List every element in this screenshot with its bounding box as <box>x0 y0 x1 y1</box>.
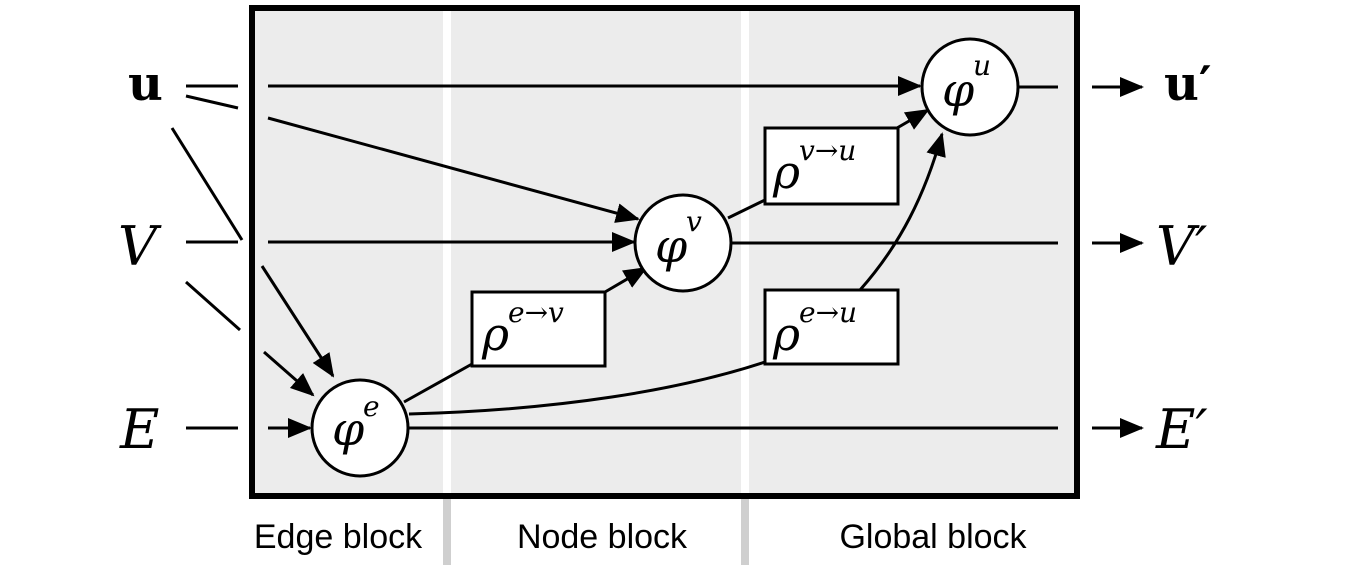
output-e-label: E′ <box>1155 398 1208 461</box>
rho-e-to-u-box: ρ e→u <box>763 288 900 366</box>
block-separator-2 <box>741 8 749 496</box>
rho-e-to-v-box: ρ e→v <box>470 290 607 368</box>
node-block-label: Node block <box>517 518 688 556</box>
phi-v-sup: v <box>686 205 702 238</box>
internal-edges <box>260 76 1058 438</box>
phi-e-node: φ e <box>310 378 410 478</box>
output-v-label: V′ <box>1156 215 1207 278</box>
phi-e-sup: e <box>363 390 380 423</box>
phi-v-base: φ <box>655 219 688 273</box>
global-block-label: Global block <box>839 518 1027 556</box>
phi-u-sup: u <box>973 49 991 82</box>
rho-v-to-u-base: ρ <box>772 145 800 199</box>
rho-v-to-u-box: ρ v→u <box>763 126 900 206</box>
output-u-label: u′ <box>1164 56 1212 112</box>
rho-e-to-v-sup: e→v <box>508 296 564 329</box>
block-separator-2-tail <box>741 497 749 565</box>
rho-e-to-v-base: ρ <box>481 307 509 361</box>
input-e-label: E <box>119 398 159 461</box>
graph-network-border <box>249 5 1080 499</box>
phi-u-base: φ <box>942 63 975 117</box>
input-v-label: V <box>118 215 162 278</box>
phi-e-base: φ <box>332 402 365 456</box>
phi-u-node: φ u <box>920 37 1020 137</box>
block-separator-1 <box>443 8 451 496</box>
input-u-label: u <box>128 56 163 112</box>
rho-v-to-u-sup: v→u <box>799 134 856 167</box>
rho-e-to-u-sup: e→u <box>799 296 857 329</box>
rho-e-to-u-base: ρ <box>772 307 800 361</box>
input-connectors <box>170 84 244 430</box>
block-separator-1-tail <box>443 497 451 565</box>
output-arrows <box>1092 77 1144 438</box>
edge-block-label: Edge block <box>254 518 423 556</box>
phi-v-node: φ v <box>633 193 733 293</box>
